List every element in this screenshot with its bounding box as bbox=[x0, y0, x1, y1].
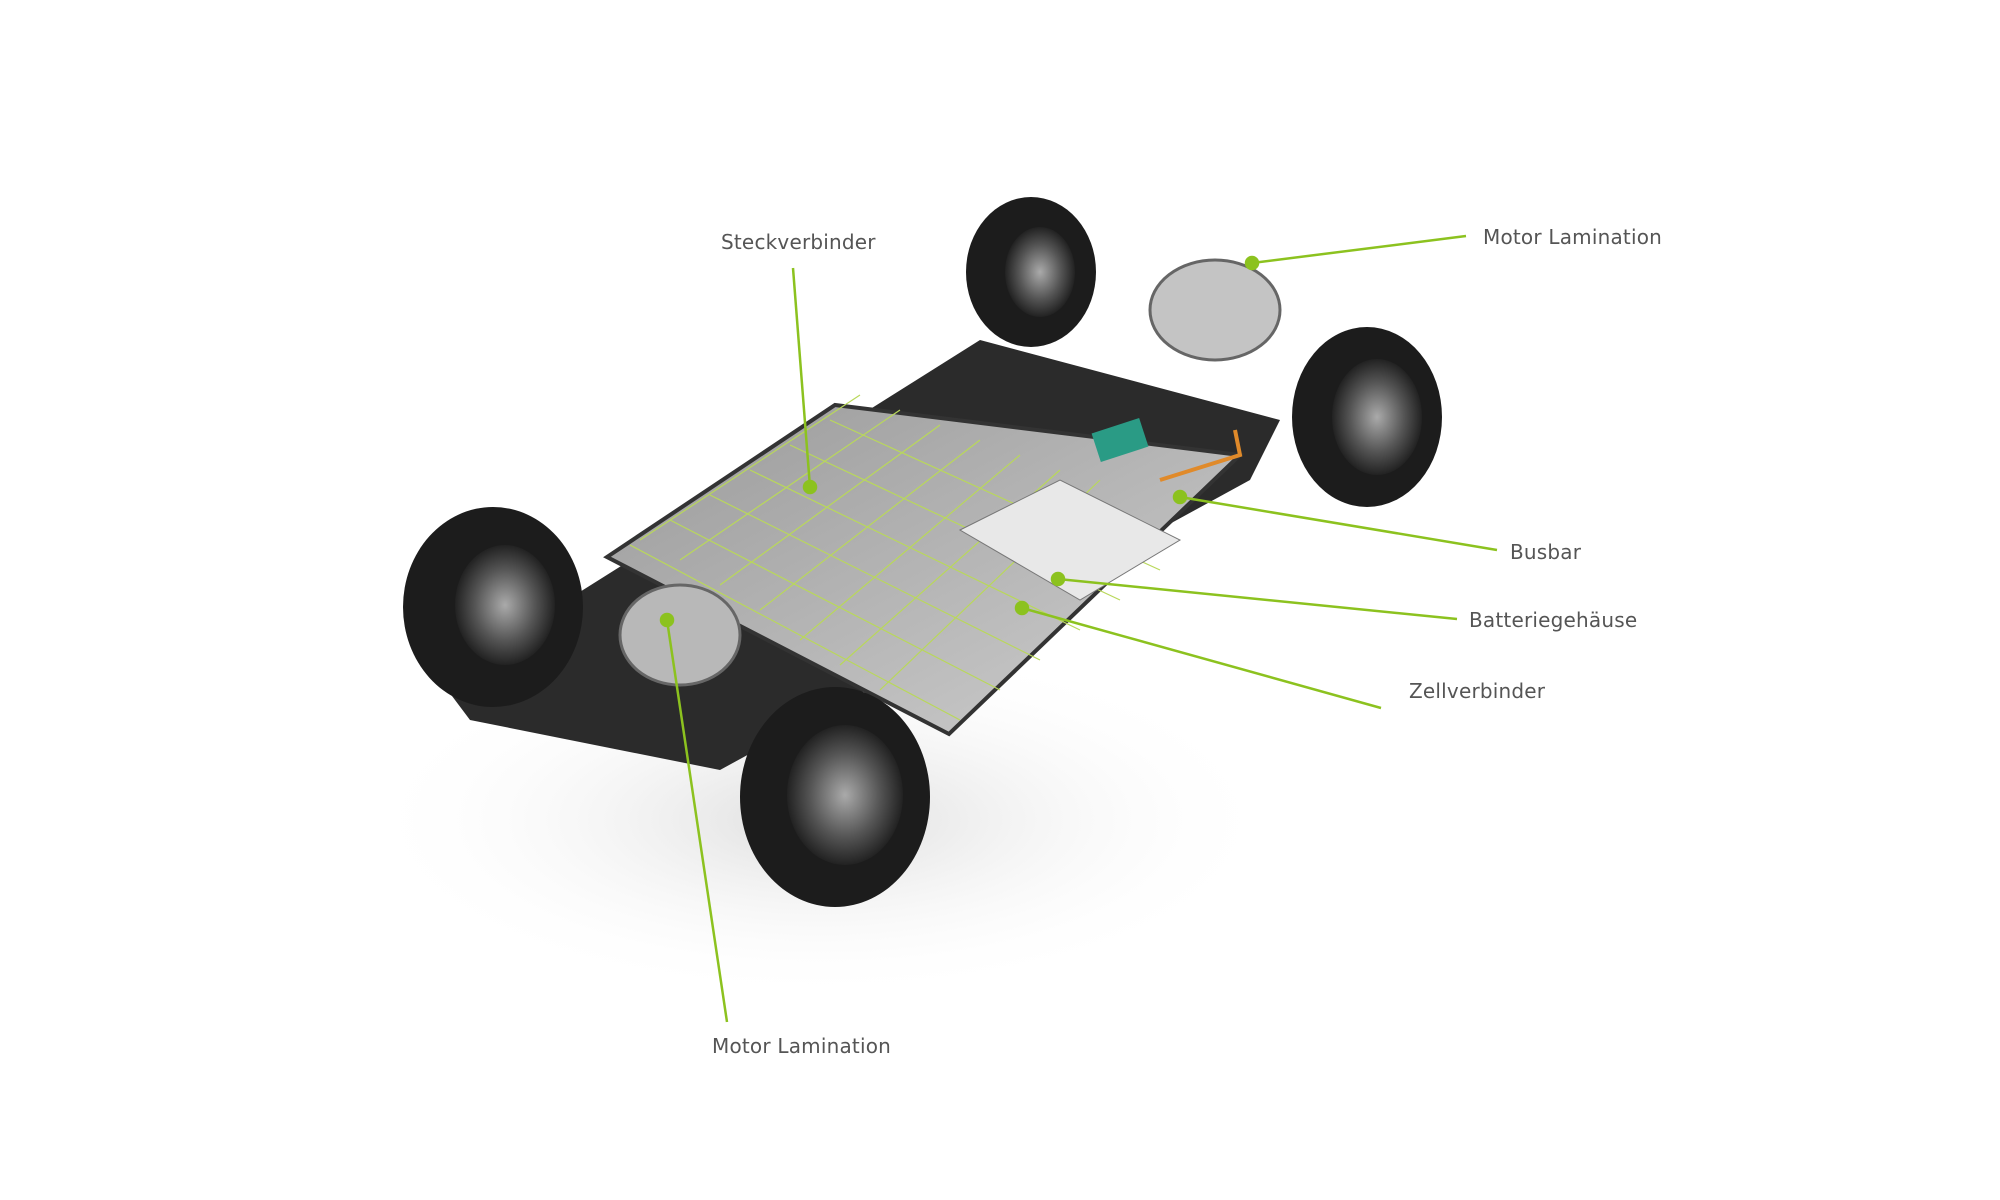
label-busbar: Busbar bbox=[1510, 540, 1582, 564]
callout-dot-busbar bbox=[1172, 489, 1188, 505]
label-motor-lamination-front: Motor Lamination bbox=[712, 1034, 892, 1058]
callout-dot-motor-front bbox=[659, 612, 675, 628]
control-module bbox=[1091, 418, 1149, 462]
wheel-front-right bbox=[740, 687, 930, 907]
rear-motor bbox=[1148, 258, 1282, 362]
wheel-rear-right bbox=[1292, 327, 1442, 507]
callout-line-motor-front bbox=[665, 619, 729, 1023]
label-zellverbinder: Zellverbinder bbox=[1409, 679, 1546, 703]
wheel-rear-left bbox=[966, 197, 1096, 347]
battery-grid bbox=[629, 394, 1161, 721]
callout-line-steckverbinder bbox=[791, 267, 812, 488]
wheel-front-left bbox=[403, 507, 583, 707]
callout-dot-steckverbinder bbox=[802, 479, 818, 495]
callout-dot-batteriegehaeuse bbox=[1050, 571, 1066, 587]
callout-dot-zellverbinder bbox=[1014, 600, 1030, 616]
busbar-part bbox=[1159, 429, 1243, 482]
callout-line-motor-rear bbox=[1251, 234, 1467, 265]
label-motor-lamination-rear: Motor Lamination bbox=[1483, 225, 1663, 249]
battery-cells bbox=[958, 479, 1182, 601]
callout-line-zellverbinder bbox=[1021, 606, 1382, 710]
callout-line-busbar bbox=[1179, 495, 1498, 552]
label-batteriegehaeuse: Batteriegehäuse bbox=[1469, 608, 1638, 632]
callout-line-batteriegehaeuse bbox=[1057, 577, 1458, 621]
label-steckverbinder: Steckverbinder bbox=[721, 230, 876, 254]
callout-dot-motor-rear bbox=[1244, 255, 1260, 271]
front-motor bbox=[618, 583, 742, 687]
